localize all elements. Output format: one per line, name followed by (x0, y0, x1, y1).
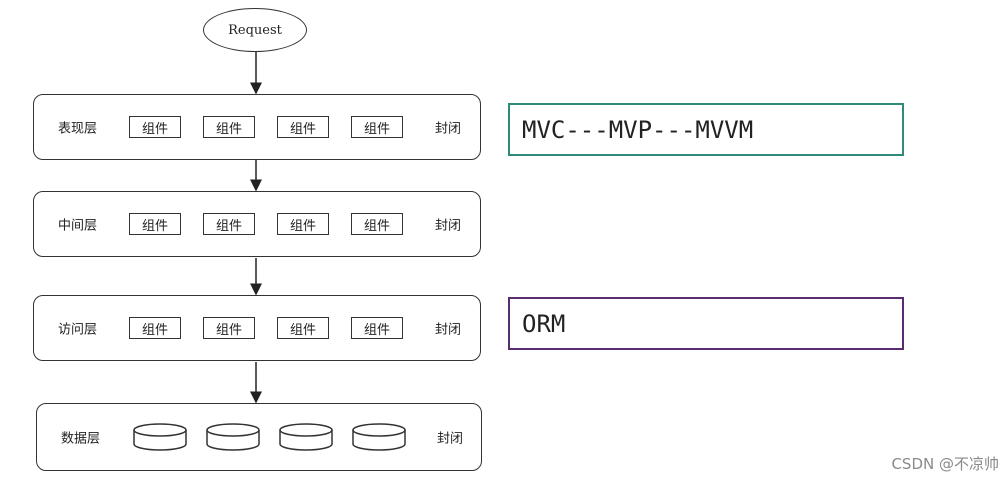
database-icon (206, 423, 260, 451)
layer-label: 数据层 (61, 431, 101, 447)
component-box: 组件 (351, 317, 403, 339)
component-box: 组件 (277, 116, 329, 138)
component-box: 组件 (203, 116, 255, 138)
watermark: CSDN @不凉帅 (891, 455, 999, 473)
layer-label: 访问层 (58, 322, 98, 338)
database-icon (352, 423, 406, 451)
orm-pattern-box: ORM (508, 297, 904, 350)
database-icon (279, 423, 333, 451)
component-box: 组件 (203, 213, 255, 235)
component-box: 组件 (277, 317, 329, 339)
layer-label: 中间层 (58, 218, 98, 234)
pattern-text: MVC---MVP---MVVM (522, 115, 754, 144)
middle-layer: 中间层 组件 组件 组件 组件 封闭 (33, 191, 481, 257)
layer-label: 表现层 (58, 121, 98, 137)
access-layer: 访问层 组件 组件 组件 组件 封闭 (33, 295, 481, 361)
closed-label: 封闭 (435, 322, 462, 338)
component-box: 组件 (129, 317, 181, 339)
mvc-pattern-box: MVC---MVP---MVVM (508, 103, 904, 156)
component-box: 组件 (129, 213, 181, 235)
pattern-text: ORM (522, 309, 566, 338)
closed-label: 封闭 (437, 431, 464, 447)
closed-label: 封闭 (435, 218, 462, 234)
component-box: 组件 (351, 116, 403, 138)
component-box: 组件 (203, 317, 255, 339)
database-icon (133, 423, 187, 451)
component-box: 组件 (351, 213, 403, 235)
closed-label: 封闭 (435, 121, 462, 137)
request-node: Request (203, 8, 307, 52)
component-box: 组件 (277, 213, 329, 235)
component-box: 组件 (129, 116, 181, 138)
request-label: Request (228, 22, 282, 38)
data-layer: 数据层 封闭 (36, 403, 482, 471)
presentation-layer: 表现层 组件 组件 组件 组件 封闭 (33, 94, 481, 160)
